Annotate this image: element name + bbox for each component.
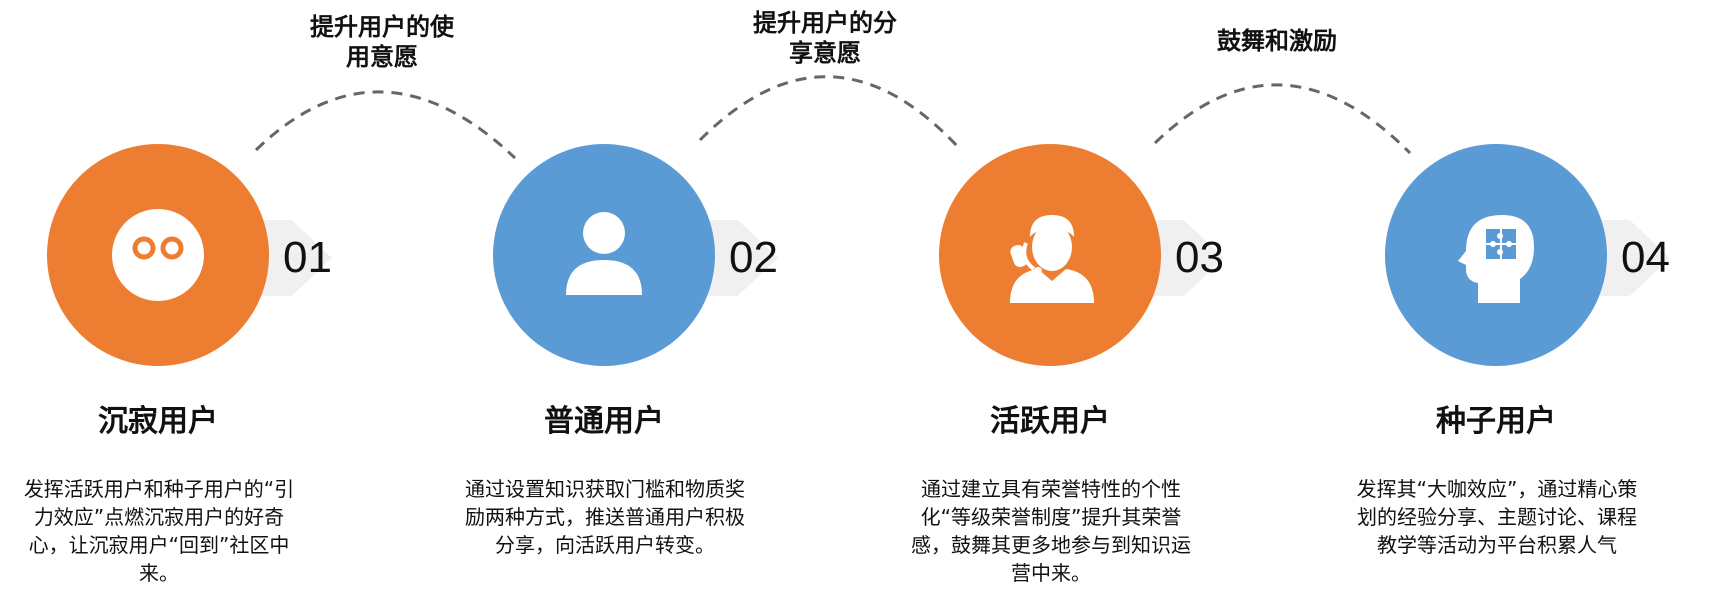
stage-title: 普通用户	[544, 404, 664, 439]
step-number: 02	[729, 233, 778, 282]
person-icon	[566, 212, 642, 295]
step-number: 03	[1175, 233, 1224, 282]
connector-arc-3	[1153, 83, 1412, 155]
stage-circle	[939, 144, 1161, 366]
stage-description: 通过建立具有荣誉特性的个性化“等级荣誉制度”提升其荣誉感，鼓舞其更多地参与到知识…	[911, 477, 1191, 585]
stage-active-users: 03 活跃用户 通过建立具有荣誉特性的个性化“等级荣誉制度”提升其荣誉感，鼓舞其…	[892, 0, 1332, 600]
stage-title: 沉寂用户	[98, 404, 218, 439]
stage-circle	[1385, 144, 1607, 366]
stage-title: 种子用户	[1436, 404, 1556, 439]
arc-label-2: 提升用户的分 享意愿	[753, 9, 897, 67]
connector-arc-1	[254, 90, 517, 160]
stage-description: 通过设置知识获取门槛和物质奖励两种方式，推送普通用户积极分享，向活跃用户转变。	[465, 477, 745, 557]
phone-operator-icon	[1010, 215, 1094, 303]
stage-regular-users: 02 普通用户 通过设置知识获取门槛和物质奖励两种方式，推送普通用户积极分享，向…	[446, 0, 886, 600]
arc-label-3: 鼓舞和激励	[1217, 27, 1337, 55]
face-icon	[112, 209, 204, 301]
stage-dormant-users: 01 沉寂用户 发挥活跃用户和种子用户的“引力效应”点燃沉寂用户的好奇心，让沉寂…	[0, 0, 440, 600]
stage-circle	[493, 144, 715, 366]
connector-arc-2	[698, 75, 960, 149]
step-number: 01	[283, 233, 332, 282]
puzzle-head-icon	[1458, 215, 1534, 303]
arc-label-1: 提升用户的使 用意愿	[310, 13, 454, 71]
stage-title: 活跃用户	[990, 404, 1110, 439]
step-number: 04	[1621, 233, 1670, 282]
stage-description: 发挥活跃用户和种子用户的“引力效应”点燃沉寂用户的好奇心，让沉寂用户“回到”社区…	[23, 477, 295, 585]
stage-description: 发挥其“大咖效应”，通过精心策划的经验分享、主题讨论、课程教学等活动为平台积累人…	[1356, 477, 1638, 557]
stage-circle	[47, 144, 269, 366]
stage-seed-users: 04 种子用户 发挥其“大咖效应”，通过精心策划的经验分享、主题讨论、课程教学等…	[1338, 0, 1736, 600]
